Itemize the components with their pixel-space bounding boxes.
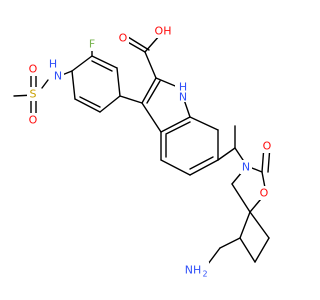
svg-text:N: N (179, 91, 187, 104)
carboxyl-oxygen-double: O (117, 31, 129, 45)
svg-text:O: O (263, 140, 272, 153)
svg-text:H: H (179, 81, 187, 94)
oxazolidinone-nitrogen: N (240, 160, 252, 174)
carbonyl-oxygen: O (261, 139, 273, 153)
ring-oxygen: O (258, 186, 270, 200)
svg-text:O: O (29, 63, 38, 76)
fluorine: F (86, 37, 98, 51)
svg-text:O: O (29, 114, 38, 127)
indole-nh: H N (175, 78, 189, 104)
svg-text:H: H (49, 58, 57, 71)
sulfonyl-oxygen-bottom: O (27, 113, 39, 127)
svg-text:O: O (260, 187, 269, 200)
svg-text:S: S (30, 88, 37, 101)
svg-text:N: N (54, 70, 62, 83)
sulfonamide-nh: N H (48, 58, 64, 84)
sulfonyl-oxygen-top: O (27, 62, 39, 76)
sulfur: S (27, 87, 39, 101)
svg-text:F: F (89, 38, 95, 51)
svg-text:OH: OH (155, 25, 172, 38)
svg-text:2: 2 (202, 270, 207, 279)
molecule-structure: O OH H N F N H S O O (13, 24, 273, 279)
carboxyl-hydroxyl: OH (150, 24, 176, 38)
svg-text:N: N (242, 161, 250, 174)
atom-labels: O OH H N F N H S O O (27, 24, 273, 279)
aminomethyl-nh2: NH 2 (181, 262, 209, 279)
svg-text:NH: NH (185, 264, 202, 277)
svg-text:O: O (119, 32, 128, 45)
